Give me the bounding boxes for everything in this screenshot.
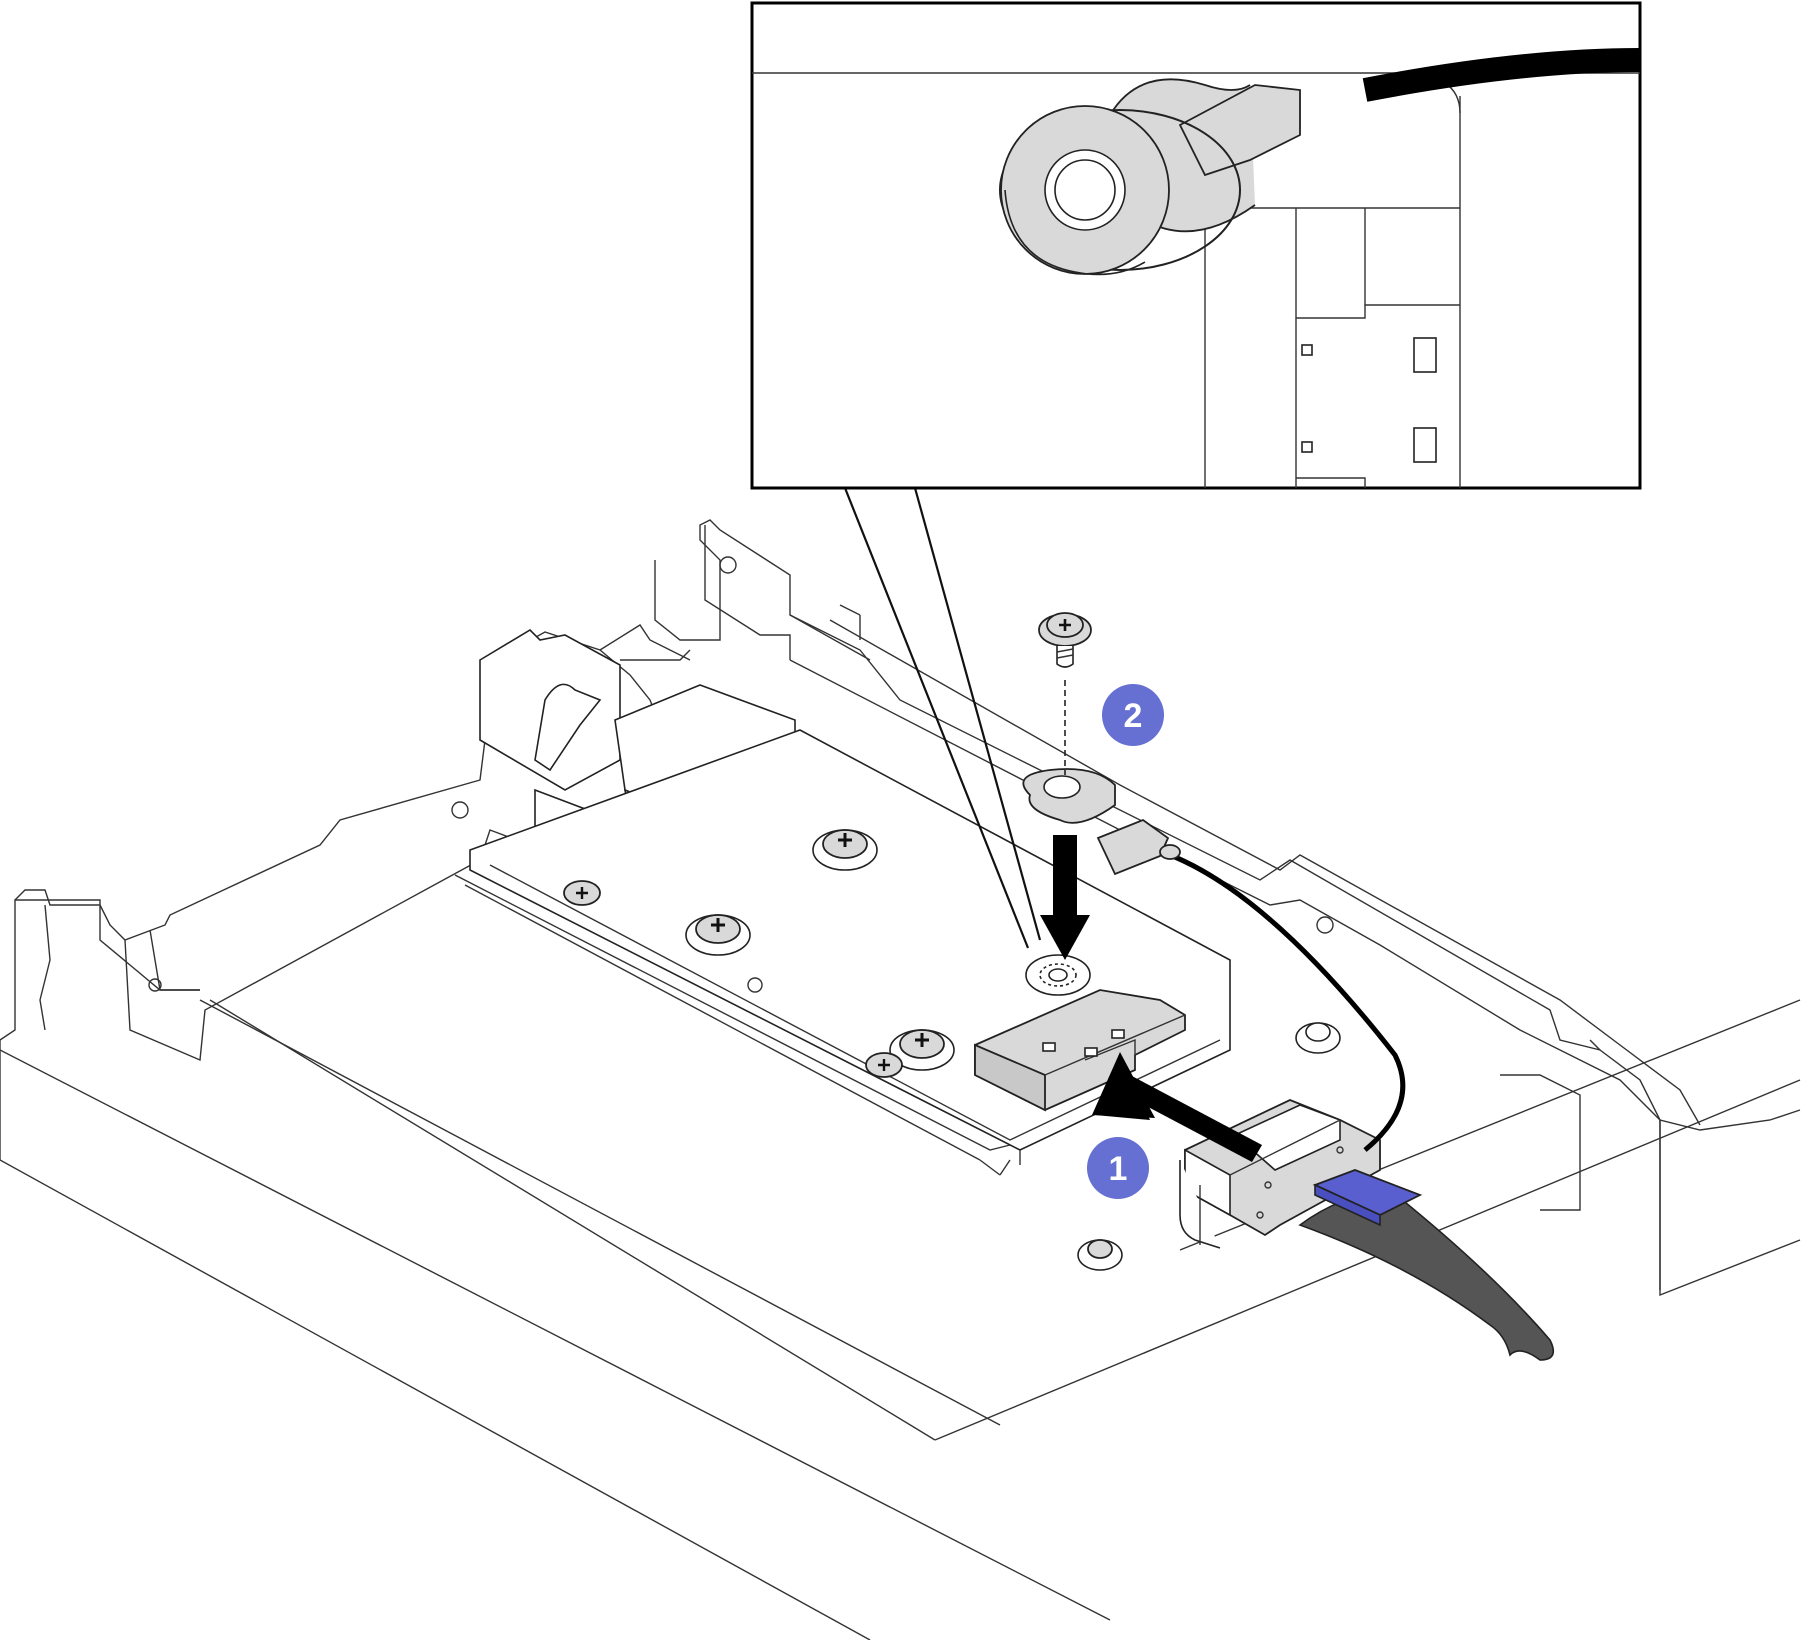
ground-screw-hole: [1025, 954, 1091, 996]
screw-icon: [889, 1029, 955, 1071]
screw-icon: [685, 914, 751, 956]
arrow-down-icon: [1040, 835, 1090, 960]
step-badge-1: 1: [1087, 1137, 1149, 1199]
small-screw-icon: [563, 880, 601, 906]
small-screw-icon: [865, 1052, 903, 1078]
ground-screw: [1038, 612, 1092, 668]
step-number-1: 1: [1109, 1150, 1128, 1188]
arrow-right-up-icon: [1092, 1052, 1262, 1162]
step-number-2: 2: [1124, 697, 1143, 735]
step-badge-2: 2: [1102, 684, 1164, 746]
screw-icon: [812, 829, 878, 871]
standoff-icon: [1295, 1022, 1341, 1054]
board-screws: [563, 829, 1341, 1271]
detail-inset: [750, 1, 1642, 490]
detail-leader-lines: [843, 487, 1042, 949]
flat-cable: [1298, 1189, 1555, 1361]
ground-cable: [1022, 768, 1406, 1152]
board-connector: [974, 989, 1186, 1112]
standoff-icon: [1077, 1239, 1123, 1271]
